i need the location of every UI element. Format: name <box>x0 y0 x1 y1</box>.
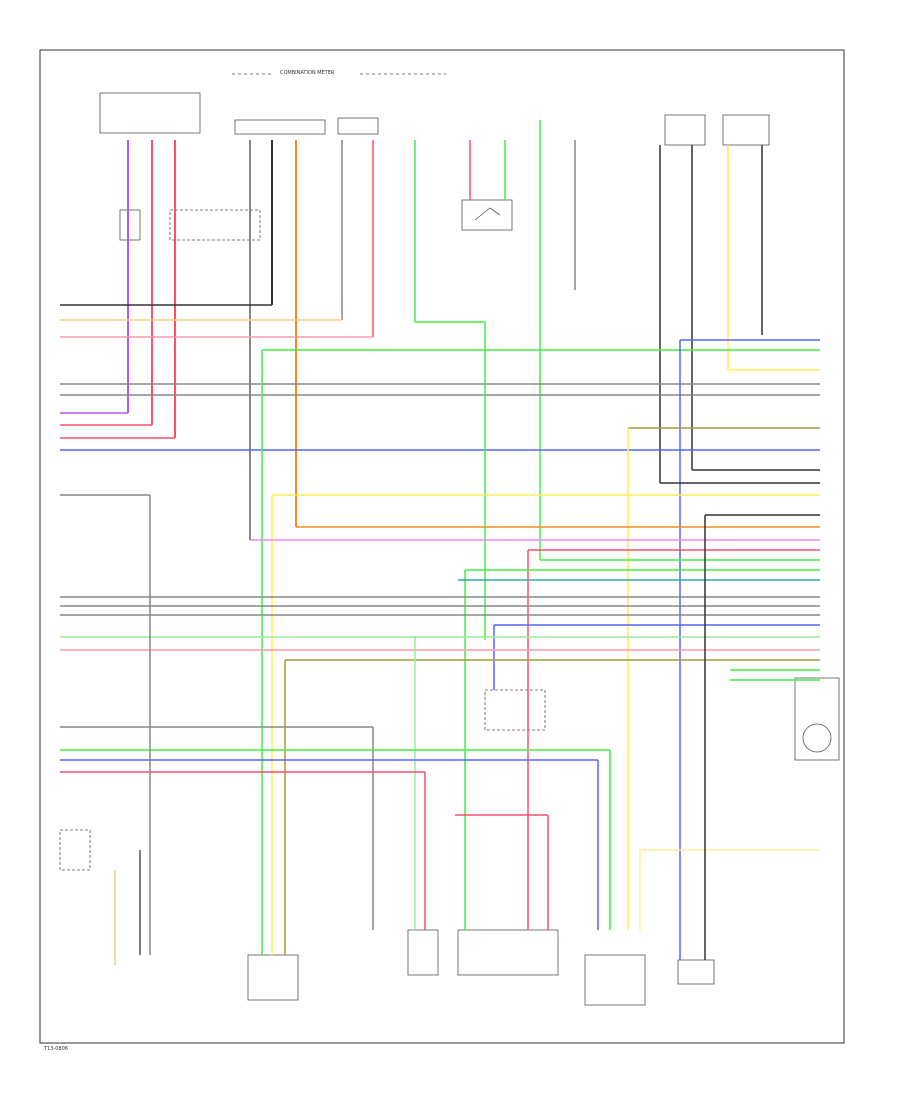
right-bottom-box <box>677 959 715 985</box>
overdrive-switch-box <box>457 929 559 976</box>
combination-meter-label: COMBINATION METER <box>280 70 335 76</box>
left-side-box <box>119 209 141 241</box>
inner-meter-block-2 <box>337 117 379 135</box>
sensor-box-2 <box>407 929 439 976</box>
switch-contact <box>474 207 501 221</box>
ecm-box <box>584 954 646 1006</box>
mid-right-dashed-box <box>484 689 546 731</box>
right-side-component <box>794 677 840 761</box>
right-side-coil <box>802 723 832 753</box>
inner-meter-block <box>234 119 326 135</box>
top-right-box-2 <box>722 114 770 146</box>
vehicle-speed-sensor-box <box>247 954 299 1001</box>
footer-code: T13-0806 <box>43 1046 68 1052</box>
diagram-border <box>39 49 845 1044</box>
stop-lamp-switch <box>461 199 513 231</box>
left-bottom-switch <box>59 829 91 871</box>
left-center-dashed-box <box>169 209 261 241</box>
left-top-connector <box>99 92 201 134</box>
top-right-box-1 <box>664 114 706 146</box>
